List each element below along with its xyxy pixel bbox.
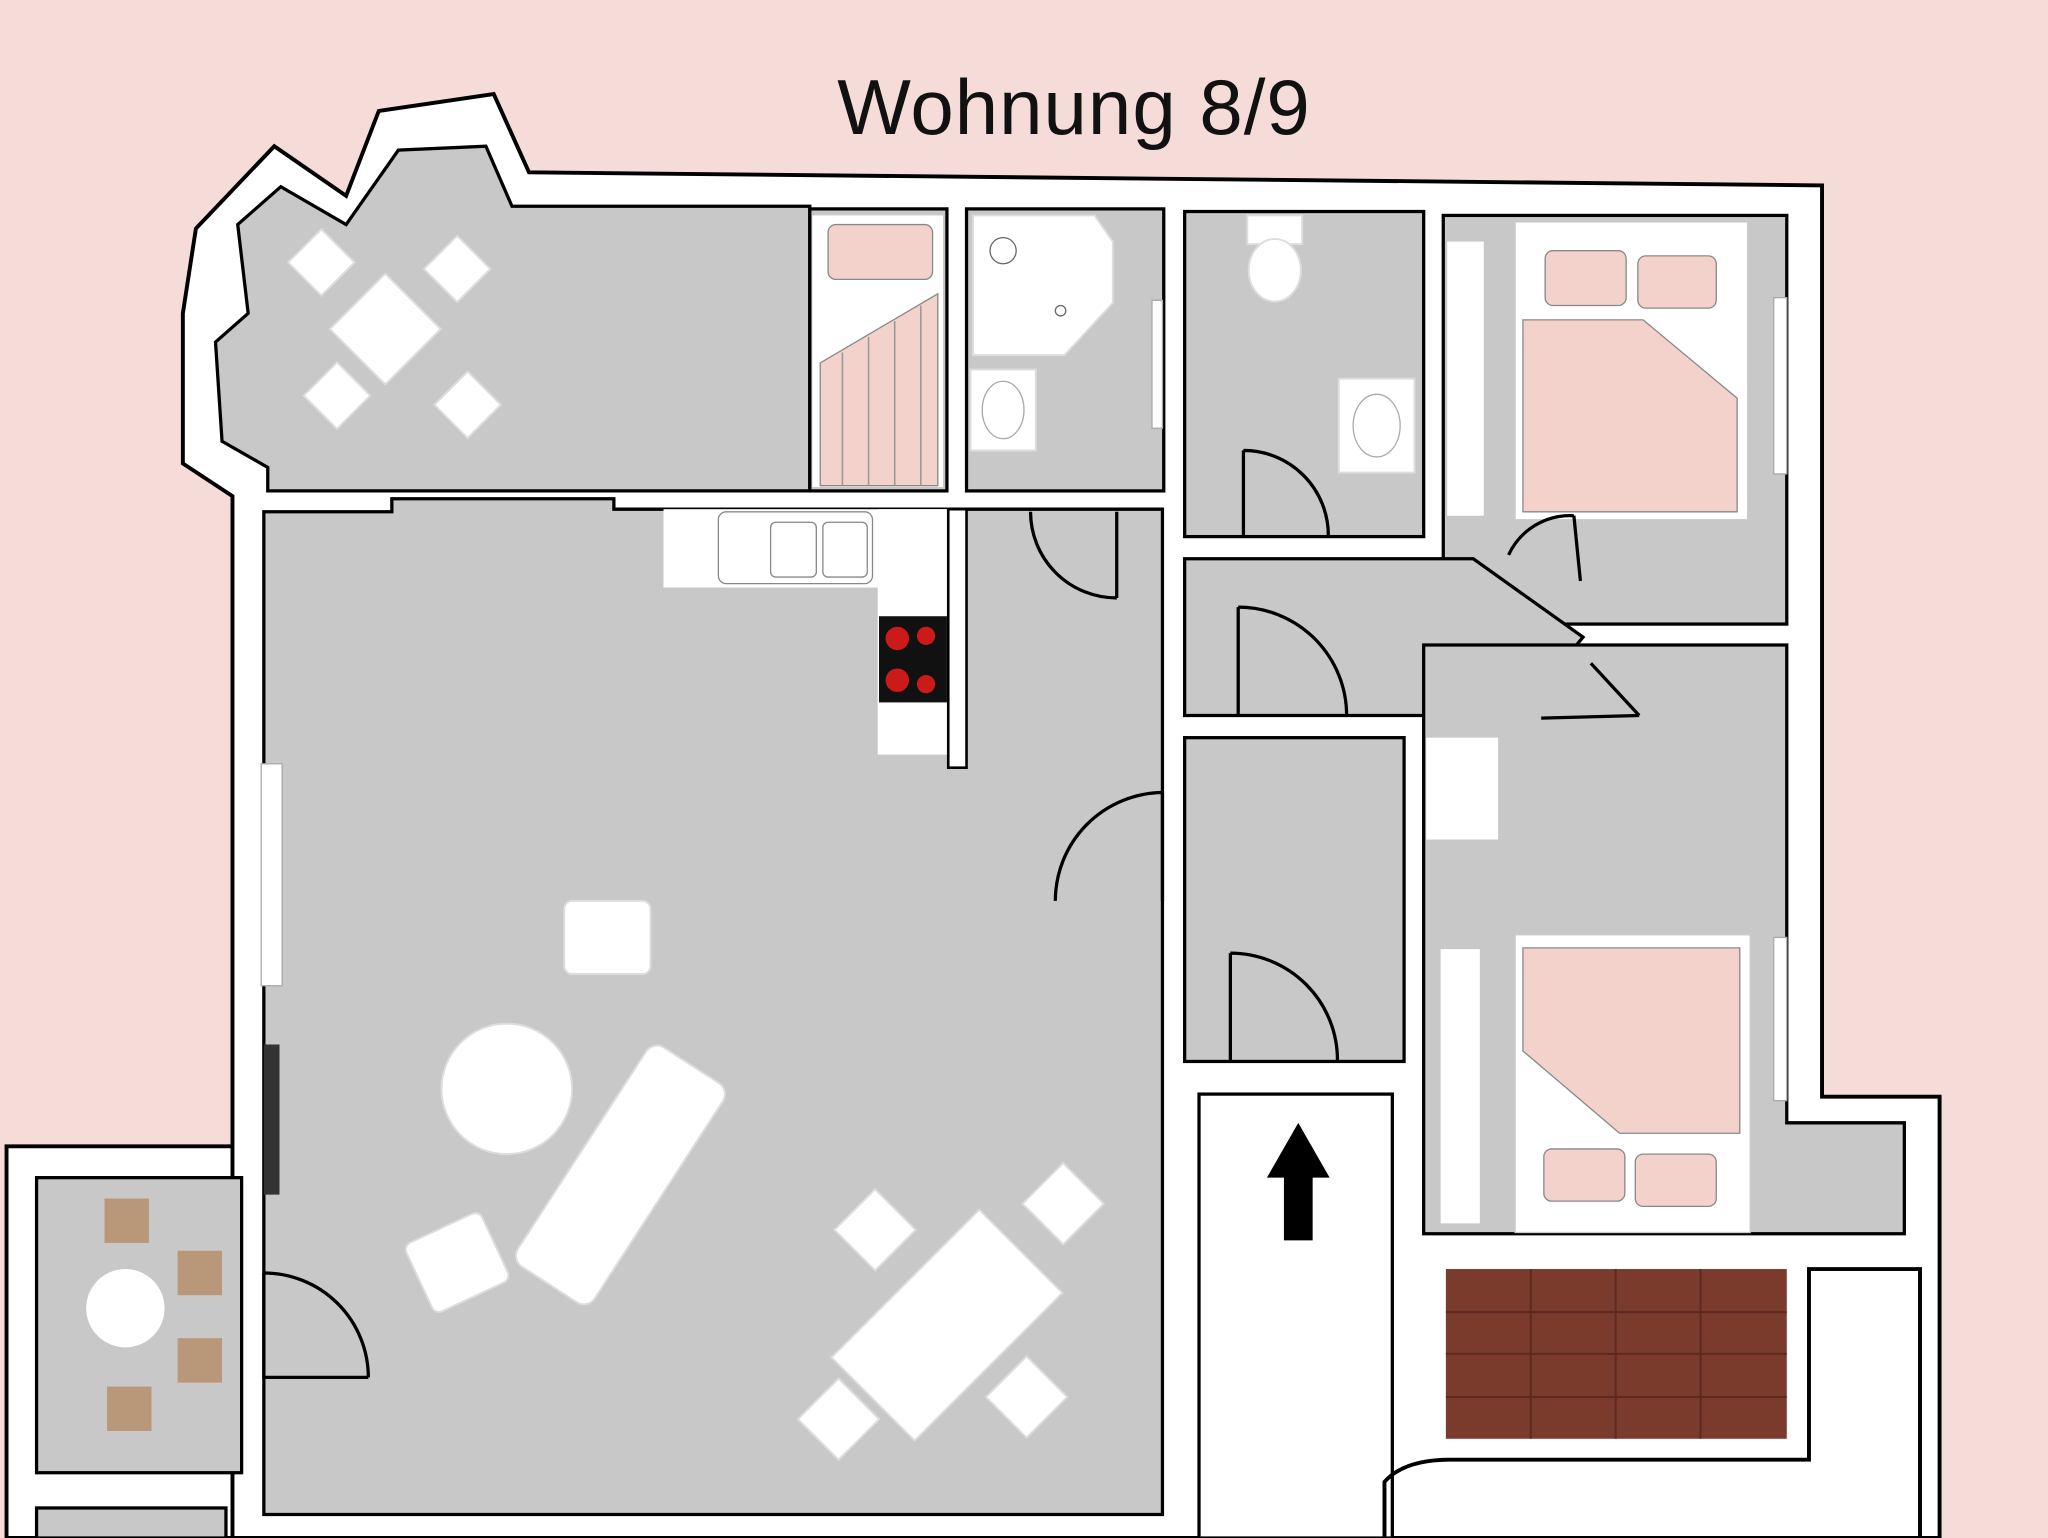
radiator-living bbox=[260, 763, 283, 987]
wardrobe-2 bbox=[1426, 737, 1499, 840]
round-coffee-table bbox=[440, 1022, 574, 1156]
single-bed bbox=[812, 215, 944, 487]
wardrobe-3 bbox=[1440, 949, 1480, 1224]
stair-wall bbox=[1382, 1267, 1922, 1538]
toilet bbox=[1246, 214, 1304, 303]
sofa bbox=[514, 1044, 726, 1306]
wardrobe-1 bbox=[1447, 241, 1484, 516]
dining-bay-room bbox=[213, 144, 812, 493]
radiator-bed1 bbox=[1773, 297, 1788, 475]
kitchen-counter bbox=[663, 509, 949, 755]
double-bed-2 bbox=[1514, 934, 1751, 1234]
wc-sink bbox=[1337, 377, 1416, 474]
double-bed-1 bbox=[1514, 221, 1749, 521]
radiator-bed2 bbox=[1773, 936, 1788, 1102]
doors bbox=[262, 448, 1641, 1380]
arrow-up-icon bbox=[1266, 1122, 1330, 1241]
dining-set-living bbox=[796, 1161, 1106, 1462]
balcony-furniture bbox=[86, 1198, 223, 1431]
storage-room bbox=[1183, 736, 1406, 1064]
kitchen-wall bbox=[946, 507, 968, 769]
bathroom-sink bbox=[969, 368, 1037, 452]
plan-title: Wohnung 8/9 bbox=[837, 63, 1311, 151]
balcony-lower bbox=[34, 1506, 228, 1538]
armchair-2 bbox=[404, 1212, 510, 1313]
stove bbox=[879, 616, 947, 703]
armchair-1 bbox=[563, 899, 652, 975]
shower bbox=[972, 214, 1114, 357]
radiator-bath bbox=[1151, 299, 1164, 429]
dining-set-top bbox=[286, 227, 503, 440]
tv bbox=[263, 1044, 280, 1195]
wc-room bbox=[1183, 209, 1426, 539]
terrace-deck-lines bbox=[1445, 1269, 1787, 1439]
